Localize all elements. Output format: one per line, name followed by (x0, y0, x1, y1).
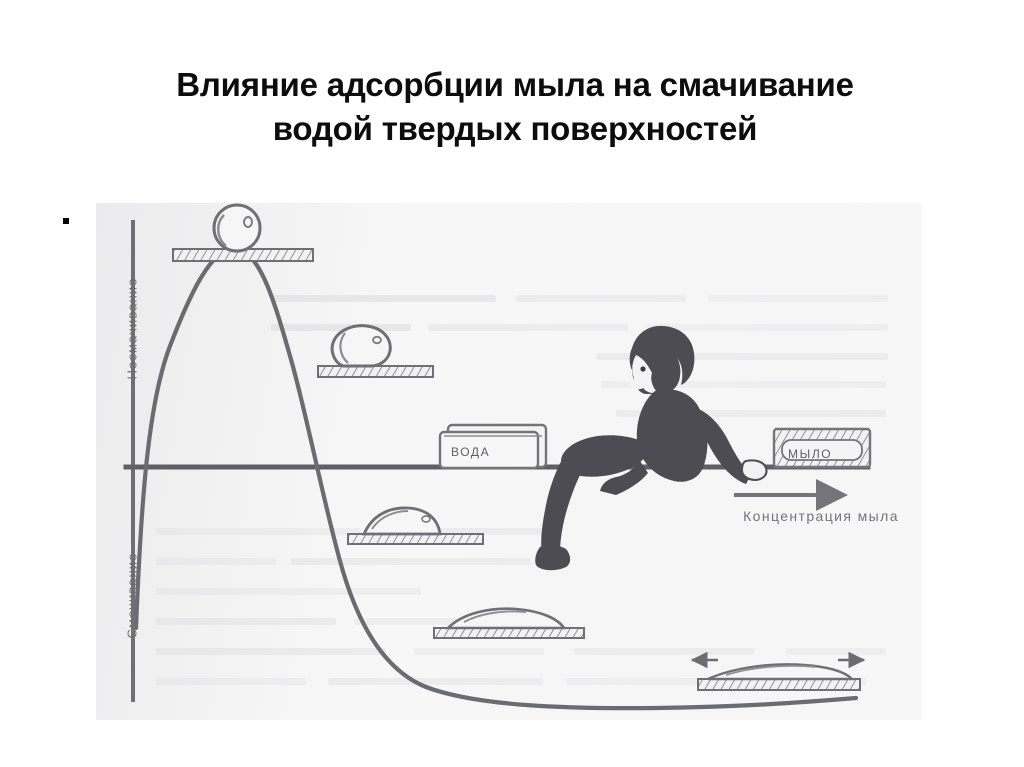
solid-surface-hatched (317, 365, 434, 378)
droplet-highlight (339, 332, 349, 364)
droplet-glint (372, 335, 382, 345)
surface-group-4-strong-wetting (433, 607, 585, 639)
droplet-flat (444, 607, 567, 630)
droplet-spherical (212, 203, 262, 253)
water-box-label: ВОДА (451, 445, 491, 459)
solid-surface-hatched (347, 533, 484, 545)
droplet-highlight (463, 610, 527, 623)
man-shin (541, 453, 588, 553)
diagram-vector-layer (123, 203, 872, 711)
surface-group-5-complete-spreading (690, 651, 866, 691)
droplet-highlight (725, 664, 817, 676)
surface-group-2-partial-wetting (317, 324, 434, 378)
solid-surface-hatched (697, 678, 861, 691)
soap-box-panel (781, 439, 863, 461)
droplet-flattened (330, 324, 392, 368)
y-axis-label-non-wetting: Несмачивание (124, 277, 140, 380)
page-title-line-2: водой твердых поверхностей (272, 109, 758, 147)
surface-group-1-non-wetting (172, 203, 314, 262)
water-box-front (438, 430, 540, 470)
droplet-fully-spread (707, 663, 855, 681)
man-hair (629, 325, 695, 385)
soap-box-illustration (772, 427, 872, 469)
man-hand (740, 459, 768, 482)
droplet-glint (421, 515, 431, 523)
droplet-dome (361, 506, 442, 536)
figure-scanned-diagram: Несмачивание Смачивание Концентрация мыл… (96, 203, 922, 720)
droplet-highlight (371, 510, 409, 530)
cartoon-man-figure (535, 325, 768, 571)
surface-group-3-wetting (347, 506, 484, 545)
man-torso (636, 389, 708, 482)
man-face-profile (630, 355, 658, 394)
droplet-glint (243, 216, 253, 228)
man-eye (640, 366, 646, 372)
solid-surface-hatched (433, 627, 585, 639)
x-axis-label-concentration: Концентрация мыла (743, 508, 899, 524)
man-shoe (535, 544, 571, 571)
page-title-line-1: Влияние адсорбции мыла на смачивание (176, 66, 854, 103)
page-title: Влияние адсорбции мыла на смачивание вод… (85, 63, 945, 151)
wetting-curve (133, 246, 859, 711)
man-buttock-leg-rear (600, 461, 648, 495)
water-box-illustration (438, 423, 548, 470)
y-axis-label-wetting: Смачивание (124, 552, 140, 639)
droplet-highlight (217, 214, 227, 247)
man-arm (690, 408, 752, 484)
soap-box-label: МЫЛО (788, 447, 833, 461)
bullet-square-icon (63, 218, 69, 224)
